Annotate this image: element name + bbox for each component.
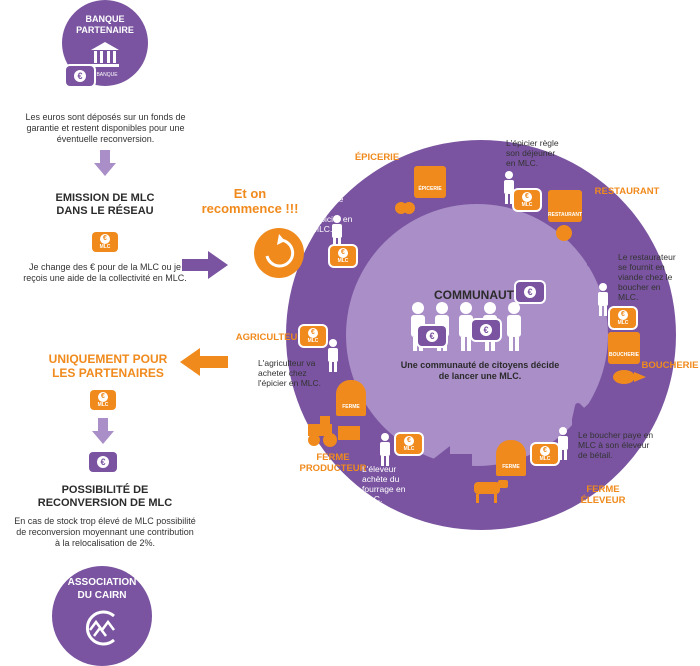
center-euro-badge-2: € xyxy=(472,320,500,340)
groceries-icon xyxy=(395,202,415,214)
bank-text: Les euros sont déposés sur un fonds de g… xyxy=(25,112,186,144)
label-ferme-producteur: FERME PRODUCTEUR xyxy=(299,452,367,474)
reconversion-euro-badge: € xyxy=(89,452,117,472)
ring-arrow-icon xyxy=(580,235,614,272)
ring-arrow-icon xyxy=(452,170,492,198)
restart-text: Et on recommence !!! xyxy=(201,186,299,216)
cairn-logo-icon xyxy=(85,610,115,646)
ferme-sign: FERME xyxy=(502,464,520,470)
mlc-euro-icon: € xyxy=(540,446,550,456)
text-epicier: L'épicier règle son déjeuner en MLC. xyxy=(506,138,559,168)
label-restaurant: RESTAURANT xyxy=(594,186,660,197)
down-arrow-icon xyxy=(92,418,114,444)
text-restaurateur: Le restaurateur se fournit en viande che… xyxy=(618,252,676,302)
ring-mlc-badge-1: €MLC xyxy=(330,246,356,266)
bank-icon xyxy=(91,42,119,67)
mlc-euro-icon: € xyxy=(100,234,110,244)
mlc-euro-icon: € xyxy=(522,192,532,202)
epicerie-building: ÉPICERIE xyxy=(414,166,446,198)
mlc-label: MLC xyxy=(539,456,551,462)
bank-title: BANQUE PARTENAIRE xyxy=(76,14,134,35)
text-achete: J'achète chez l'épicier en MLC. xyxy=(312,194,353,234)
euro-icon: € xyxy=(480,324,492,336)
mlc-label: MLC xyxy=(521,202,533,208)
euro-icon: € xyxy=(524,286,536,298)
euro-icon: € xyxy=(74,70,86,82)
reconversion-title: POSSIBILITÉ DE RECONVERSION DE MLC xyxy=(37,484,173,509)
ring-mlc-badge-4: €MLC xyxy=(532,444,558,464)
mlc-label: MLC xyxy=(97,402,109,408)
association-title: ASSOCIATION DU CAIRN xyxy=(67,577,137,601)
mlc-label: MLC xyxy=(617,320,629,326)
person-icon xyxy=(380,433,390,466)
label-boucherie: BOUCHERIE xyxy=(641,360,699,371)
emission-title: EMISSION DE MLC DANS LE RÉSEAU xyxy=(55,192,155,217)
ring-arrow-icon xyxy=(308,276,336,316)
mlc-euro-icon: € xyxy=(618,310,628,320)
ferme-prod-sign: FERME xyxy=(342,404,360,410)
person-icon xyxy=(332,215,342,248)
label-agriculteur: AGRICULTEUR xyxy=(235,332,305,343)
euro-icon: € xyxy=(97,456,109,468)
mlc-label: MLC xyxy=(403,446,415,452)
emission-mlc-badge: € MLC xyxy=(92,232,118,252)
mlc-euro-icon: € xyxy=(308,328,318,338)
center-text: Une communauté de citoyens décide de lan… xyxy=(400,360,560,381)
ring-arrow-icon xyxy=(572,387,611,426)
mlc-label: MLC xyxy=(337,258,349,264)
person-icon xyxy=(504,171,514,204)
bank-caption: BANQUE xyxy=(96,72,118,78)
association-circle: ASSOCIATION DU CAIRN xyxy=(52,566,152,666)
cow-icon xyxy=(474,480,508,503)
center-title: COMMUNAUTÉ xyxy=(434,288,522,302)
restart-icon xyxy=(254,228,304,278)
label-ferme-eleveur: FERME ÉLEVEUR xyxy=(580,484,626,506)
meat-icon xyxy=(613,370,646,384)
ring-mlc-badge-2: €MLC xyxy=(514,190,540,210)
ring-mlc-badge-3: €MLC xyxy=(610,308,636,328)
person-icon xyxy=(558,427,568,460)
center-euro-badge-1: € xyxy=(418,326,446,346)
restaurant-building: RESTAURANT xyxy=(548,190,582,222)
left-arrow-icon xyxy=(180,348,228,376)
partners-title: UNIQUEMENT POUR LES PARTENAIRES xyxy=(48,352,168,380)
bank-euro-badge: € xyxy=(66,66,94,86)
epicerie-sign: ÉPICERIE xyxy=(418,186,442,192)
text-eleveur: L'éleveur achète du fourrage en MLC. xyxy=(362,464,406,504)
ring-mlc-badge-6: €MLC xyxy=(300,326,326,346)
right-arrow-icon xyxy=(182,251,228,279)
ring-arrow-icon xyxy=(351,200,390,239)
ferme-eleveur-building: FERME xyxy=(496,440,526,476)
boucherie-building: BOUCHERIE xyxy=(608,332,640,364)
center-euro-badge-3: € xyxy=(516,282,544,302)
text-agriculteur: L'agriculteur va acheter chez l'épicier … xyxy=(258,358,322,388)
plate-icon xyxy=(556,225,572,241)
ring-arrow-icon xyxy=(432,446,472,474)
restaurant-sign: RESTAURANT xyxy=(548,212,583,218)
ring-mlc-badge-5: €MLC xyxy=(396,434,422,454)
person-icon xyxy=(328,339,338,372)
mlc-euro-icon: € xyxy=(98,392,108,402)
mlc-label: MLC xyxy=(99,244,111,250)
person-icon xyxy=(598,283,608,316)
down-arrow-icon xyxy=(94,150,116,176)
tractor-icon xyxy=(308,416,360,447)
ferme-producteur-building: FERME xyxy=(336,380,366,416)
text-boucher: Le boucher paye en MLC à son éleveur de … xyxy=(578,430,654,460)
euro-icon: € xyxy=(426,330,438,342)
partners-mlc-badge: € MLC xyxy=(90,390,116,410)
label-epicerie: ÉPICERIE xyxy=(354,152,400,163)
emission-text: Je change des € pour de la MLC ou je reç… xyxy=(23,262,187,283)
mlc-euro-icon: € xyxy=(338,248,348,258)
mlc-euro-icon: € xyxy=(404,436,414,446)
mlc-label: MLC xyxy=(307,338,319,344)
reconversion-text: En cas de stock trop élevé de MLC possib… xyxy=(14,516,196,548)
boucherie-sign: BOUCHERIE xyxy=(608,352,639,358)
